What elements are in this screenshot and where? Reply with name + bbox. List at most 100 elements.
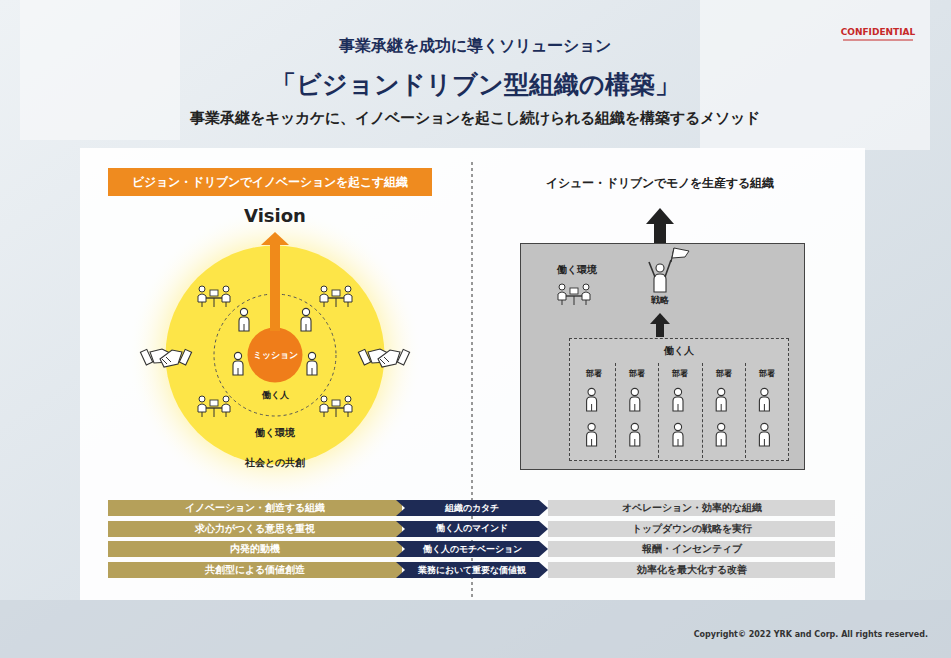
strategy-arrow-head <box>650 313 670 324</box>
chair-leg <box>348 302 349 307</box>
chevron-shape <box>396 541 548 557</box>
strategy-arrow-shaft <box>656 322 664 337</box>
hand <box>368 349 392 363</box>
confidential-underline <box>843 40 913 41</box>
desk-icon <box>558 284 590 305</box>
person-head <box>223 396 229 402</box>
strategy-figure <box>649 248 689 292</box>
finger-lines <box>380 357 389 364</box>
person-body <box>198 404 206 412</box>
desk-icon <box>198 286 230 307</box>
person-body <box>630 432 640 446</box>
environment-circle: 働く環境働く人ミッション <box>165 245 385 465</box>
person-leg <box>634 439 635 446</box>
person-head <box>718 388 725 395</box>
person-head <box>559 284 565 290</box>
person-body <box>673 397 683 411</box>
person-body <box>759 397 769 411</box>
chair-leg <box>562 300 563 305</box>
vision-arrow-head <box>261 232 289 245</box>
node-text: 報酬・インセンティブ <box>642 543 742 555</box>
node-text: トップダウンの戦略を実行 <box>632 523 752 535</box>
person-icon <box>233 352 243 375</box>
person-head <box>761 423 768 430</box>
person-icon <box>587 423 597 446</box>
innovation-trait-band: イノベーション・創造する組織 <box>108 500 402 516</box>
hand <box>378 350 400 367</box>
person-icon <box>307 352 317 375</box>
person-body <box>344 294 352 302</box>
person-icon <box>301 308 311 331</box>
node-text: 働く人のモチベーション <box>423 544 522 555</box>
chair-leg <box>226 412 227 417</box>
table-leg <box>336 408 337 417</box>
chair-leg <box>348 412 349 417</box>
operation-trait-band: トップダウンの戦略を実行 <box>548 521 835 537</box>
person-head <box>321 396 327 402</box>
person-body <box>759 432 769 446</box>
person-head <box>761 388 768 395</box>
person-body <box>320 294 328 302</box>
chair-leg <box>586 300 587 305</box>
chair-leg <box>202 302 203 307</box>
person-body <box>222 294 230 302</box>
laptop <box>332 290 340 296</box>
desk-icon <box>198 396 230 417</box>
person-body <box>320 404 328 412</box>
hand <box>160 350 182 367</box>
person-leg <box>721 439 722 446</box>
innovation-trait-band: 内発的動機 <box>108 541 402 557</box>
node-text: 部署 <box>616 369 658 379</box>
department-column: 部署 <box>615 363 658 458</box>
person-leg <box>721 404 722 411</box>
table-leg <box>214 298 215 307</box>
node-text: 共創型による価値創造 <box>205 564 305 576</box>
chevron-shape <box>396 521 548 537</box>
node-text: 効率化を最大化する改善 <box>637 564 747 576</box>
department-column: 部署 <box>702 363 745 458</box>
node-text: 働く人のマインド <box>436 523 508 534</box>
person-body <box>587 432 597 446</box>
person-body <box>587 397 597 411</box>
person-leg <box>764 404 765 411</box>
copyright-text: Copyright© 2022 YRK and Corp. All rights… <box>628 630 928 640</box>
person-head <box>718 423 725 430</box>
dashed-circle <box>214 294 336 416</box>
person-leg <box>591 439 592 446</box>
person-body <box>222 404 230 412</box>
person-body <box>654 274 666 292</box>
person-body <box>198 294 206 302</box>
person-body <box>716 432 726 446</box>
person-head <box>588 388 595 395</box>
issue-org-box: 働く環境働く人部署部署部署部署部署 <box>520 243 805 470</box>
node-text: イノベーション・創造する組織 <box>185 502 325 514</box>
person-icon <box>759 423 769 446</box>
node-text: ミッション <box>253 350 298 361</box>
person-leg <box>591 404 592 411</box>
desk-icon <box>320 286 352 307</box>
person-leg <box>764 439 765 446</box>
operation-trait-band: 報酬・インセンティブ <box>548 541 835 557</box>
node-text: 働く人 <box>570 345 788 357</box>
node-text: 働く人 <box>213 389 337 400</box>
person-body <box>307 361 317 375</box>
person-head <box>631 388 638 395</box>
operation-trait-band: オペレーション・効率的な組織 <box>548 500 835 516</box>
node-text: 組織のカタチ <box>445 503 499 514</box>
header-text: 事業承継を成功に導くソリューション <box>175 36 775 55</box>
node-text: 求心力がつくる意思を重視 <box>195 523 315 535</box>
strategy-label: 戦略 <box>630 295 690 306</box>
glow-disc <box>127 207 423 503</box>
desk-icon <box>320 396 352 417</box>
window-light <box>700 0 930 150</box>
node-text: オペレーション・効率的な組織 <box>622 502 762 514</box>
node-text: 社会との共創 <box>127 457 423 469</box>
person-head <box>321 286 327 292</box>
person-head <box>240 308 247 315</box>
handshake-icon <box>358 349 409 367</box>
cuff <box>140 349 152 365</box>
content-panel <box>80 148 865 600</box>
flag <box>672 248 689 258</box>
table-top <box>206 297 222 298</box>
